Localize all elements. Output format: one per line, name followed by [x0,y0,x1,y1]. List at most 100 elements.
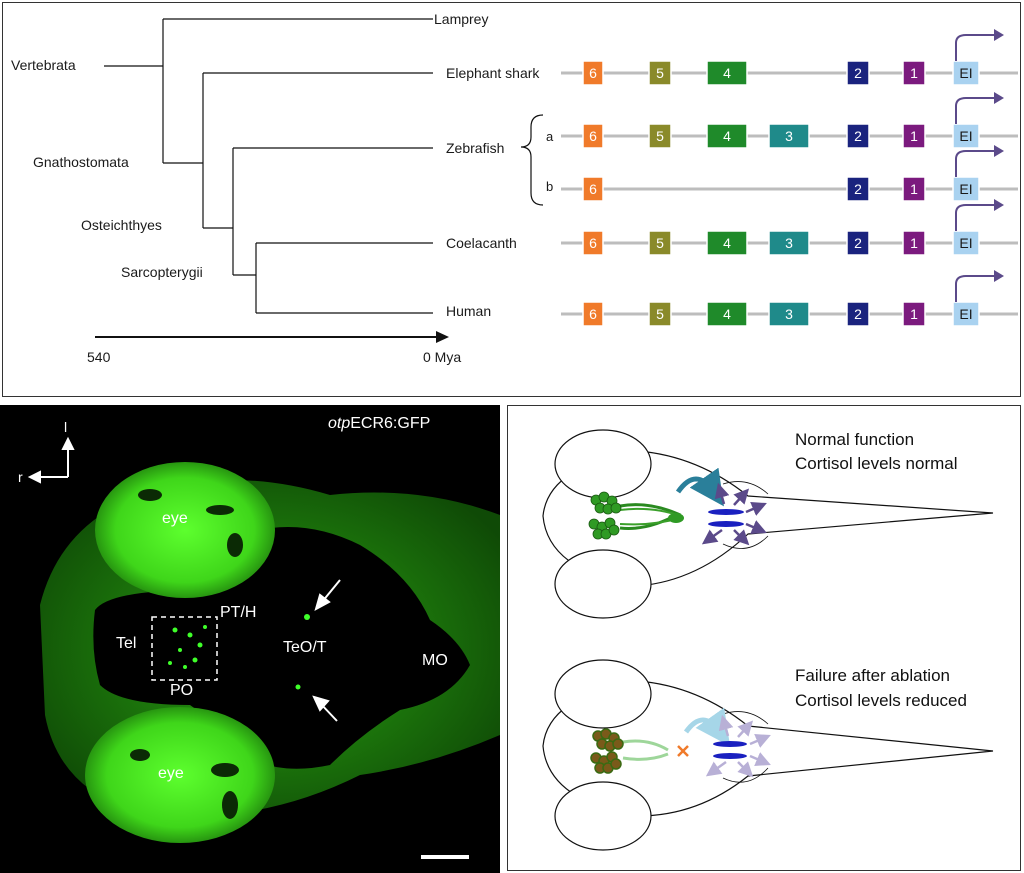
element-box-2-zebrafish-a [846,123,870,149]
taxon-coelacanth: Coelacanth [446,235,517,251]
element-box-ei-zebrafish-b [952,176,980,202]
element-label-1-human: 1 [910,306,918,322]
element-box-5-coelacanth [648,230,672,256]
element-label-5-human: 5 [656,306,664,322]
po-cluster [168,625,207,669]
element-label-2-elephant-shark: 2 [854,65,862,81]
element-box-1-elephant-shark [902,60,926,86]
element-label-1-zebrafish-a: 1 [910,128,918,144]
scale-bar [421,855,469,859]
eye-top [95,462,275,598]
element-label-ei-zebrafish-b: EI [959,181,972,197]
tree-branches [104,18,433,314]
fish-head-ablation [542,659,994,851]
promoter-arrowhead-human [994,270,1004,282]
element-label-5-zebrafish-a: 5 [656,128,664,144]
element-box-2-coelacanth [846,230,870,256]
element-box-4-human [706,301,748,327]
timeline-end-label: 0 Mya [423,349,462,365]
element-label-2-zebrafish-a: 2 [854,128,862,144]
element-label-ei-human: EI [959,306,972,322]
normal-caption-line2: Cortisol levels normal [795,454,958,473]
paralog-a-label: a [546,129,554,144]
element-box-6-zebrafish-a [582,123,604,149]
schematic-panel: Normal function Cortisol levels normal F… [507,405,1021,871]
signal-arrow-normal [675,467,724,507]
promoter-arrow-coelacanth [955,204,994,231]
element-label-3-coelacanth: 3 [785,235,793,251]
element-box-6-coelacanth [582,230,604,256]
element-label-2-zebrafish-b: 2 [854,181,862,197]
element-box-3-zebrafish-a [768,123,810,149]
promoter-arrowhead-zebrafish-b [994,145,1004,157]
element-box-6-human [582,301,604,327]
element-label-ei-zebrafish-a: EI [959,128,972,144]
element-label-6-coelacanth: 6 [589,235,597,251]
element-box-3-coelacanth [768,230,810,256]
interrenal-ablated [713,741,747,759]
element-box-1-zebrafish-b [902,176,926,202]
interrenal-normal [708,509,744,527]
element-label-5-elephant-shark: 5 [656,65,664,81]
element-box-2-zebrafish-b [846,176,870,202]
element-box-ei-human [952,301,980,327]
promoter-arrow-human [955,275,994,302]
micrograph-title: otpECR6:GFP [328,415,431,432]
clade-vertebrata: Vertebrata [11,57,76,73]
element-box-3-human [768,301,810,327]
promoter-arrowhead-coelacanth [994,199,1004,211]
element-label-1-elephant-shark: 1 [910,65,918,81]
region-mo: MO [422,652,448,669]
fish-head-normal [542,429,994,619]
taxon-human: Human [446,303,492,319]
element-box-5-human [648,301,672,327]
brain-dark-region [93,527,470,769]
element-label-4-human: 4 [723,306,731,322]
element-box-1-coelacanth [902,230,926,256]
element-label-2-human: 2 [854,306,862,322]
normal-caption-line1: Normal function [795,430,915,449]
element-label-ei-elephant-shark: EI [959,65,972,81]
neuron-cluster-normal [588,491,684,540]
element-label-4-zebrafish-a: 4 [723,128,731,144]
clade-sarcopterygii: Sarcopterygii [121,264,203,280]
micrograph-panel: otpECR6:GFP l r eye eye Tel PT/H PO TeO/… [0,405,500,873]
region-teo-t: TeO/T [283,639,327,656]
neuron-cluster-ablated [590,728,669,774]
element-box-2-human [846,301,870,327]
axis-label-r: r [18,469,23,485]
region-tel: Tel [116,635,137,652]
element-box-1-human [902,301,926,327]
schematic-svg [542,429,994,851]
neuron-dot-upper [304,614,310,620]
element-label-6-human: 6 [589,306,597,322]
promoter-arrow-elephant-shark [955,34,994,61]
promoter-arrow-zebrafish-b [955,150,994,177]
block-cross [677,745,689,757]
element-label-ei-coelacanth: EI [959,235,972,251]
element-label-5-coelacanth: 5 [656,235,664,251]
cortisol-arrows-normal [701,482,767,546]
element-label-6-zebrafish-a: 6 [589,128,597,144]
clade-gnathostomata: Gnathostomata [33,154,129,170]
promoter-arrow-zebrafish-a [955,97,994,124]
element-box-4-coelacanth [706,230,748,256]
element-label-1-coelacanth: 1 [910,235,918,251]
element-box-2-elephant-shark [846,60,870,86]
element-label-6-zebrafish-b: 6 [589,181,597,197]
element-label-2-coelacanth: 2 [854,235,862,251]
eye-inclusions [130,489,243,819]
micrograph-svg [27,436,500,859]
taxon-zebrafish: Zebrafish [446,140,505,156]
element-label-1-zebrafish-b: 1 [910,181,918,197]
element-label-3-human: 3 [785,306,793,322]
region-pt-h: PT/H [220,604,257,621]
element-box-1-zebrafish-a [902,123,926,149]
element-box-5-zebrafish-a [648,123,672,149]
promoter-arrowhead-zebrafish-a [994,92,1004,104]
region-po: PO [170,682,194,699]
element-label-3-zebrafish-a: 3 [785,128,793,144]
promoter-arrowhead-elephant-shark [994,29,1004,41]
element-box-ei-zebrafish-a [952,123,980,149]
